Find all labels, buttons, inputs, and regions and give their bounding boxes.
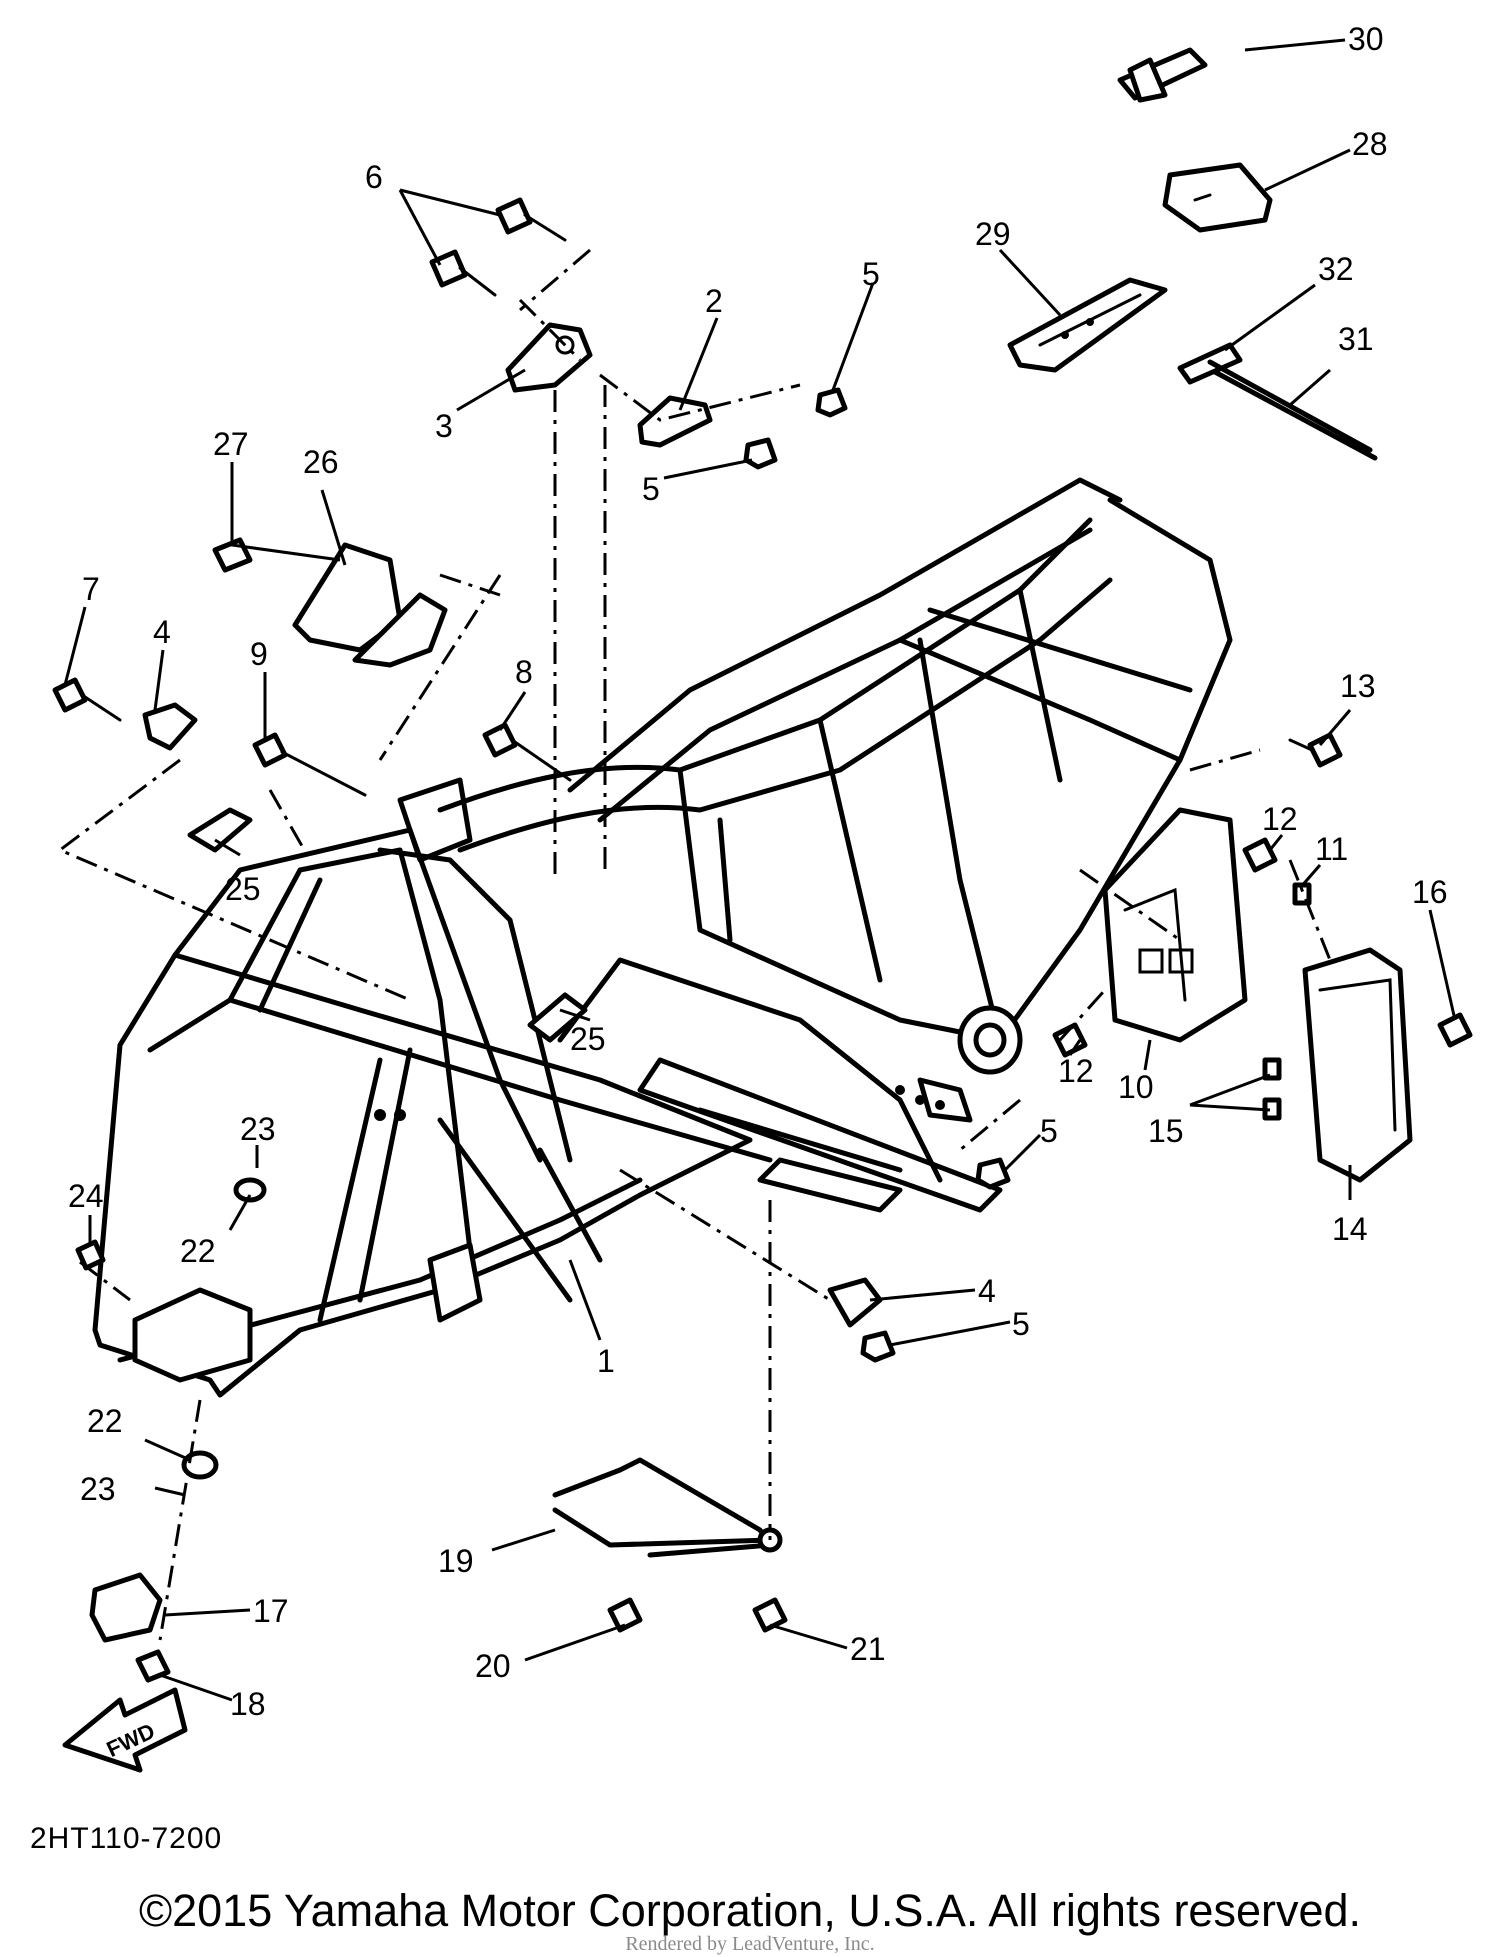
callout-15: 15 [1148, 1113, 1184, 1149]
callout-labels: 30 28 29 32 31 6 2 5 3 5 27 26 7 4 9 8 1… [68, 21, 1448, 1722]
callout-8: 8 [515, 654, 533, 690]
callout-26: 26 [303, 444, 339, 480]
bolt-20-21-parts [607, 1597, 788, 1633]
callout-9: 9 [250, 636, 268, 672]
bracket-17-part [89, 1572, 163, 1643]
assembly-lines [57, 248, 1332, 1641]
callout-27: 27 [213, 426, 249, 462]
bolt-12-parts [1052, 837, 1278, 1058]
battery-box-10-part [1102, 807, 1248, 1043]
callout-21: 21 [850, 1631, 886, 1667]
callout-12a: 12 [1262, 801, 1298, 837]
callout-24: 24 [68, 1178, 104, 1214]
bracket-19-part [552, 1457, 783, 1558]
callout-32: 32 [1318, 251, 1354, 287]
bolt-9-part [252, 732, 367, 797]
callout-19: 19 [438, 1543, 474, 1579]
t-wrench-part [1177, 342, 1378, 461]
bolt-7-part [52, 677, 122, 722]
bolt-6-parts [429, 197, 567, 297]
tool-tray-part [1007, 277, 1168, 373]
callout-18: 18 [230, 1686, 266, 1722]
callout-1: 1 [597, 1343, 615, 1379]
cover-14-part [1302, 947, 1413, 1183]
callout-29: 29 [975, 216, 1011, 252]
callout-17: 17 [253, 1593, 289, 1629]
callout-22a: 22 [180, 1233, 216, 1269]
main-frame [92, 477, 1233, 1398]
callout-31: 31 [1338, 321, 1374, 357]
callout-22b: 22 [87, 1403, 123, 1439]
callout-5b: 5 [642, 471, 660, 507]
callout-16: 16 [1412, 874, 1448, 910]
callout-2: 2 [705, 283, 723, 319]
callout-10: 10 [1118, 1069, 1154, 1105]
rubber-damper-parts [187, 807, 588, 1043]
bracket-3-part [505, 322, 593, 393]
callout-14: 14 [1332, 1211, 1368, 1247]
leader-lines [63, 38, 1457, 1702]
bolt-13-part [1288, 732, 1343, 768]
callout-7: 7 [82, 571, 100, 607]
callout-5c: 5 [1040, 1113, 1058, 1149]
callout-28: 28 [1352, 126, 1388, 162]
strap-part [1117, 47, 1208, 103]
bracket-2-part [637, 395, 713, 448]
seat-bracket-26-part [212, 537, 448, 668]
copyright-notice: ©2015 Yamaha Motor Corporation, U.S.A. A… [138, 1885, 1362, 1936]
mount-22-23-parts [181, 1177, 267, 1480]
nut-parts [743, 387, 1011, 1363]
watermark-text: Rendered by LeadVenture, Inc. [625, 1933, 875, 1955]
callout-23a: 23 [240, 1111, 276, 1147]
bolt-18-part [135, 1649, 171, 1683]
callout-30: 30 [1348, 21, 1384, 57]
callout-25a: 25 [225, 871, 261, 907]
callout-5a: 5 [862, 256, 880, 292]
callout-4b: 4 [978, 1273, 996, 1309]
callout-23b: 23 [80, 1471, 116, 1507]
callout-4a: 4 [153, 614, 171, 650]
callout-13: 13 [1340, 668, 1376, 704]
callout-6: 6 [365, 159, 383, 195]
callout-3: 3 [435, 408, 453, 444]
diagram-code: 2HT110-7200 [30, 1822, 223, 1855]
callout-5d: 5 [1012, 1306, 1030, 1342]
bolt-8-part [482, 722, 572, 782]
callout-25b: 25 [570, 1021, 606, 1057]
tool-pouch-part [1162, 162, 1273, 233]
callout-20: 20 [475, 1648, 511, 1684]
clip-parts [1262, 882, 1312, 1121]
callout-11: 11 [1315, 831, 1348, 867]
fwd-arrow-icon: FWD [62, 1687, 188, 1773]
callout-12b: 12 [1058, 1053, 1094, 1089]
